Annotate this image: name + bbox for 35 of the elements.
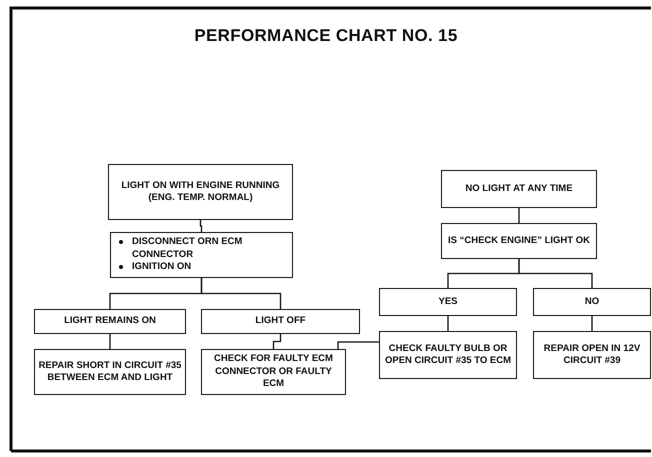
connector-line [591,316,593,331]
step-text: NO [584,296,600,308]
connector-line [337,341,379,349]
connector-line [109,334,111,349]
step-text: LIGHT REMAINS ON [64,315,156,328]
step-box [533,331,651,379]
step-box [441,170,597,208]
step-text: IS “CHECK ENGINE” LIGHT OK [448,234,590,248]
step-text: NO LIGHT AT ANY TIME [465,182,573,196]
connector-line [518,208,520,223]
step-box [34,349,186,395]
connector-line [447,316,449,331]
connector-line [200,278,282,309]
step-text: CHECK FAULTY BULB OR OPEN CIRCUIT #35 TO ECM [384,342,512,368]
bullet-item: IGNITION ON [132,261,192,274]
bullet-item: DISCONNECT ORN ECM CONNECTOR [132,236,244,262]
step-box [379,331,517,379]
step-box [201,309,360,334]
step-text: LIGHT ON WITH ENGINE RUNNING (ENG. TEMP. NORMAL) [120,180,281,204]
step-text: CHECK FOR FAULTY ECM CONNECTOR OR FAULTY ECM [213,353,334,391]
step-box [533,288,651,316]
step-box [110,232,293,278]
chart-title: PERFORMANCE CHART NO. 15 [193,26,459,46]
step-box [379,288,517,316]
step-text: YES [438,296,458,308]
step-box [201,349,346,395]
step-text: REPAIR SHORT IN CIRCUIT #35 BETWEEN ECM AND LIGHT [38,360,182,384]
step-box [34,309,186,334]
connector-line [272,334,282,349]
connector-line [200,220,202,232]
connector-line [518,259,593,288]
step-text: REPAIR OPEN IN 12V CIRCUIT #39 [542,342,642,368]
step-box [108,164,293,220]
step-text: LIGHT OFF [255,315,306,328]
step-box [441,223,597,259]
